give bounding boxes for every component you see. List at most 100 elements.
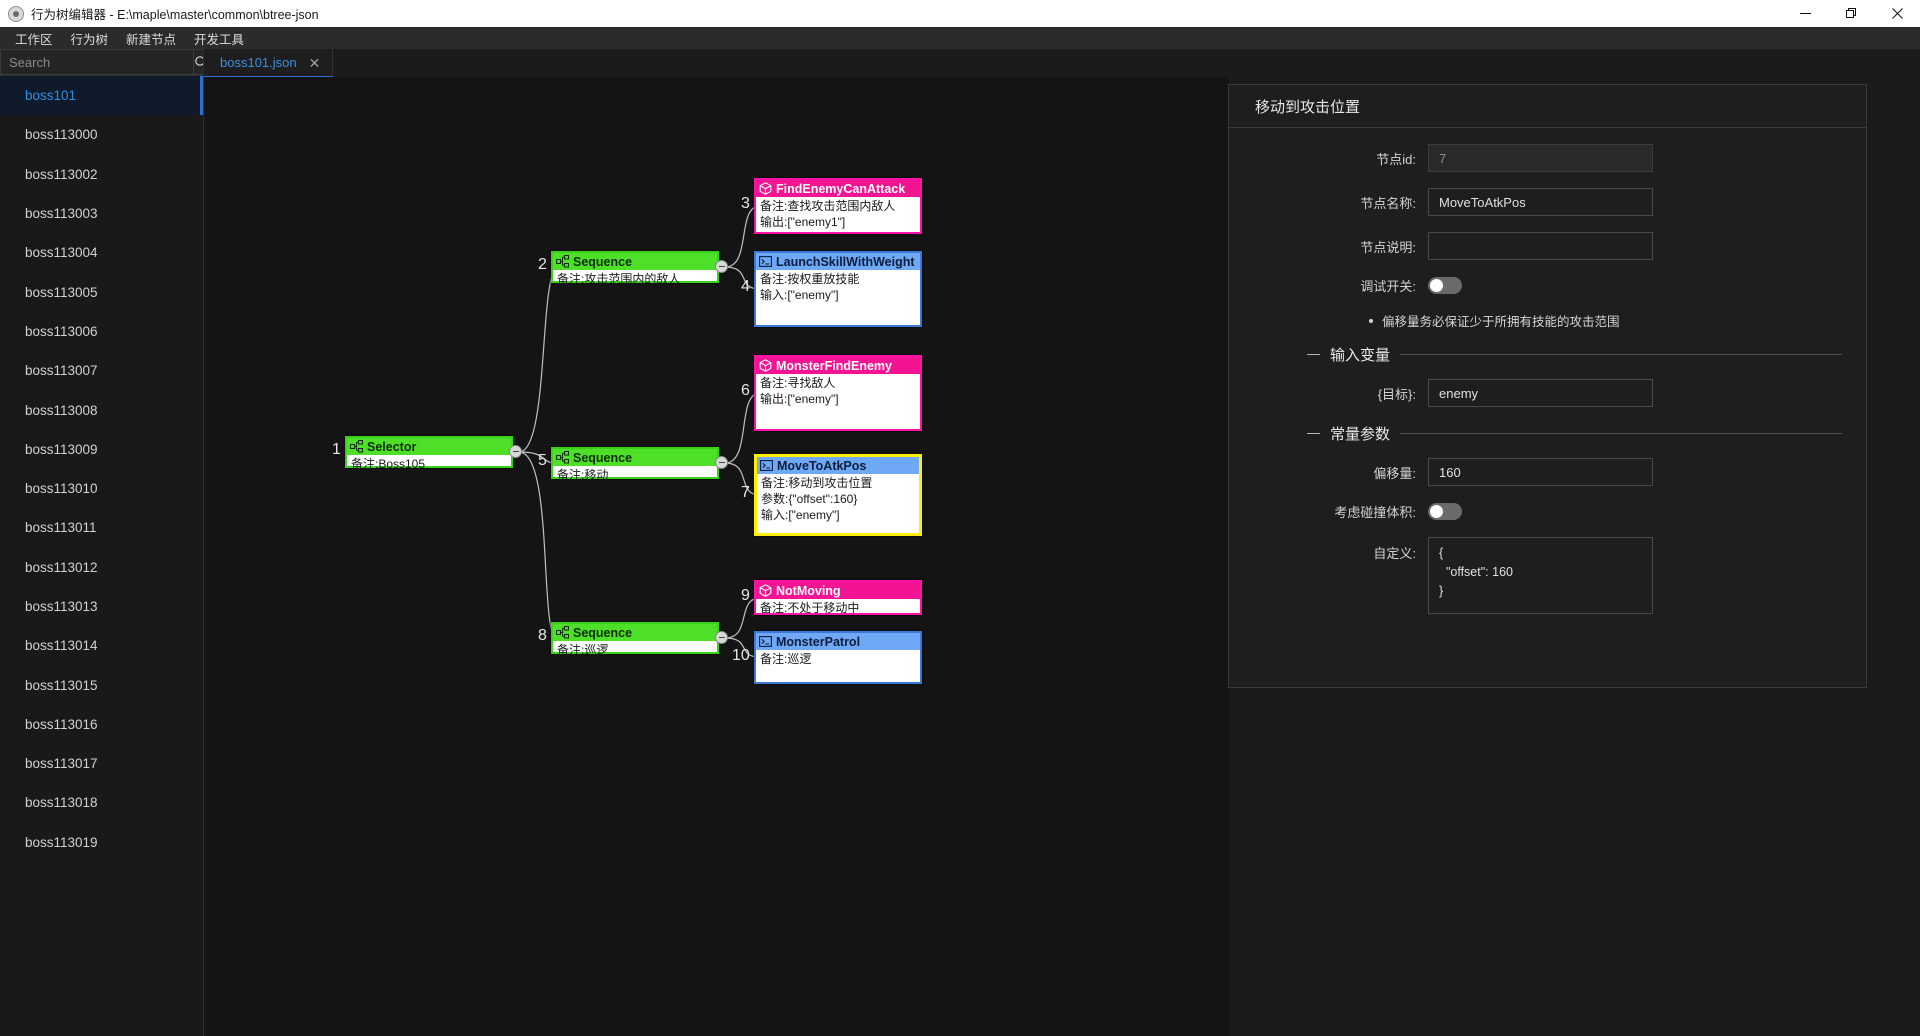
sidebar-item-boss113000[interactable]: boss113000 bbox=[0, 115, 203, 154]
node-body: 备注:按权重放技能输入:["enemy"] bbox=[756, 270, 920, 306]
sidebar-item-label: boss101 bbox=[25, 88, 77, 104]
input-target-field[interactable] bbox=[1428, 379, 1653, 407]
sidebar-item-label: boss113015 bbox=[25, 677, 98, 693]
search-row bbox=[0, 49, 203, 76]
hierarchy-icon bbox=[556, 255, 569, 268]
sidebar-item-label: boss113019 bbox=[25, 834, 98, 850]
sidebar-item-label: boss113009 bbox=[25, 441, 98, 457]
node-detail-line: 备注:巡逻 bbox=[557, 643, 609, 657]
node-title: MoveToAtkPos bbox=[777, 458, 867, 473]
inspector-note: 偏移量务必保证少于所拥有技能的攻击范围 bbox=[1369, 311, 1866, 330]
close-icon[interactable] bbox=[1874, 0, 1920, 27]
node-title: MonsterFindEnemy bbox=[776, 358, 892, 373]
sidebar-item-boss113002[interactable]: boss113002 bbox=[0, 155, 203, 194]
sidebar-item-boss113003[interactable]: boss113003 bbox=[0, 194, 203, 233]
sidebar-item-boss113006[interactable]: boss113006 bbox=[0, 312, 203, 351]
edge-layer bbox=[518, 205, 761, 658]
node-detail-line: 备注:寻找敌人 bbox=[760, 376, 836, 390]
node-id-field[interactable] bbox=[1428, 144, 1653, 172]
divider bbox=[1400, 354, 1842, 355]
sidebar-item-boss113011[interactable]: boss113011 bbox=[0, 508, 203, 547]
node-output-port[interactable] bbox=[509, 445, 522, 458]
sidebar-item-boss113018[interactable]: boss113018 bbox=[0, 783, 203, 822]
node-title: Sequence bbox=[573, 254, 633, 269]
node-body: 备注:巡逻 bbox=[553, 641, 717, 661]
debug-switch-toggle[interactable] bbox=[1428, 277, 1462, 294]
sidebar-item-boss113010[interactable]: boss113010 bbox=[0, 469, 203, 508]
maximize-icon[interactable] bbox=[1828, 0, 1874, 27]
node-detail-line: 输入:["enemy"] bbox=[760, 288, 839, 302]
sidebar-item-boss113012[interactable]: boss113012 bbox=[0, 548, 203, 587]
minimize-icon[interactable] bbox=[1782, 0, 1828, 27]
menu-item-new-node[interactable]: 新建节点 bbox=[126, 32, 177, 47]
node-index-label: 7 bbox=[741, 484, 750, 501]
node-header: Selector bbox=[347, 438, 511, 455]
sidebar-item-label: boss113017 bbox=[25, 756, 98, 772]
node-output-port[interactable] bbox=[715, 631, 728, 644]
tab-boss101-json[interactable]: boss101.json ✕ bbox=[204, 49, 334, 77]
edge-1-2 bbox=[518, 266, 558, 453]
terminal-icon bbox=[759, 635, 772, 648]
sidebar-item-boss113019[interactable]: boss113019 bbox=[0, 823, 203, 862]
node-desc-field[interactable] bbox=[1428, 232, 1653, 260]
sidebar-item-boss113004[interactable]: boss113004 bbox=[0, 233, 203, 272]
const-section-title: 常量参数 bbox=[1330, 426, 1391, 443]
node-title: FindEnemyCanAttack bbox=[776, 181, 906, 196]
bullet-icon bbox=[1369, 318, 1373, 323]
menu-item-behavior-tree[interactable]: 行为树 bbox=[70, 32, 109, 47]
sidebar-item-boss113013[interactable]: boss113013 bbox=[0, 587, 203, 626]
node-detail-line: 参数:{"offset":160} bbox=[761, 492, 858, 506]
search-input[interactable] bbox=[0, 49, 194, 75]
menu-item-dev-tools[interactable]: 开发工具 bbox=[194, 32, 245, 47]
sidebar-item-boss113007[interactable]: boss113007 bbox=[0, 351, 203, 390]
cube-icon bbox=[759, 182, 772, 195]
window-title: 行为树编辑器 - E:\maple\master\common\btree-js… bbox=[31, 8, 319, 22]
node-name-field[interactable] bbox=[1428, 188, 1653, 216]
sidebar-item-label: boss113010 bbox=[25, 481, 98, 497]
node-output-port[interactable] bbox=[715, 456, 728, 469]
search-icon[interactable] bbox=[194, 49, 203, 75]
sidebar-item-boss113014[interactable]: boss113014 bbox=[0, 626, 203, 665]
collision-switch-toggle[interactable] bbox=[1428, 503, 1462, 520]
app-icon bbox=[8, 5, 24, 22]
const-offset-field[interactable] bbox=[1428, 458, 1653, 486]
sidebar-item-boss113016[interactable]: boss113016 bbox=[0, 705, 203, 744]
sidebar-item-boss113005[interactable]: boss113005 bbox=[0, 272, 203, 311]
collapse-dash-icon[interactable] bbox=[1307, 354, 1320, 355]
menu-item-workspace[interactable]: 工作区 bbox=[15, 32, 53, 47]
close-icon[interactable]: ✕ bbox=[308, 54, 321, 71]
custom-json-textarea[interactable] bbox=[1428, 537, 1653, 614]
node-body: 备注:移动 bbox=[553, 466, 717, 486]
node-detail-line: 输出:["enemy1"] bbox=[760, 215, 846, 229]
sidebar-item-label: boss113004 bbox=[25, 245, 98, 261]
divider bbox=[1400, 433, 1842, 434]
sidebar-item-boss113008[interactable]: boss113008 bbox=[0, 390, 203, 429]
node-detail-line: 输入:["enemy"] bbox=[761, 508, 840, 522]
collapse-dash-icon[interactable] bbox=[1307, 433, 1320, 434]
node-output-port[interactable] bbox=[715, 260, 728, 273]
cube-icon bbox=[759, 359, 772, 372]
node-title: MonsterPatrol bbox=[776, 634, 861, 649]
hierarchy-icon bbox=[556, 626, 569, 639]
sidebar-item-boss113015[interactable]: boss113015 bbox=[0, 665, 203, 704]
node-body: 备注:Boss105 bbox=[347, 455, 511, 475]
sidebar-item-boss113009[interactable]: boss113009 bbox=[0, 430, 203, 469]
node-index-label: 9 bbox=[741, 586, 750, 604]
input-section-header: 输入变量 bbox=[1307, 344, 1842, 365]
input-target-row: {目标}: bbox=[1229, 379, 1866, 407]
node-title: LaunchSkillWithWeight bbox=[776, 254, 915, 269]
tab-label: boss101.json bbox=[220, 55, 297, 70]
sidebar-item-boss113017[interactable]: boss113017 bbox=[0, 744, 203, 783]
sidebar-item-boss101[interactable]: boss101 bbox=[0, 76, 203, 116]
